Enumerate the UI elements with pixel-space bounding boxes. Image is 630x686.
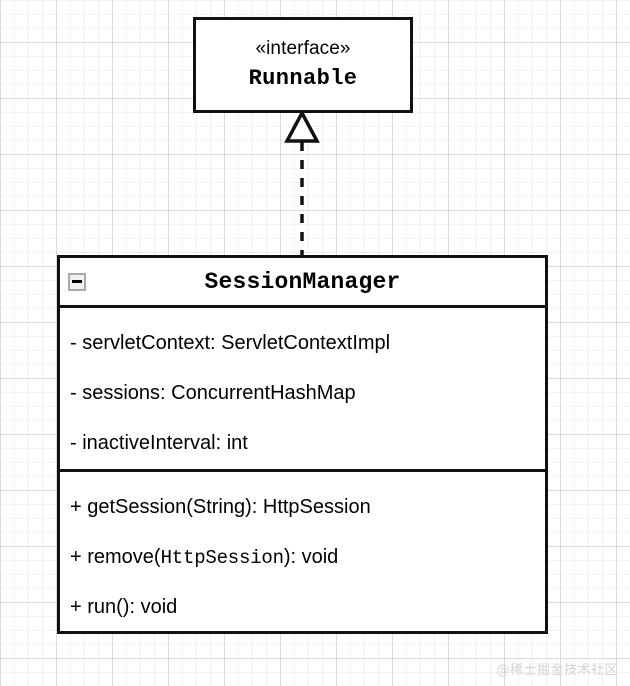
attribute-row: - inactiveInterval: int — [70, 432, 248, 454]
collapse-button[interactable] — [68, 272, 86, 291]
attribute-row: - sessions: ConcurrentHashMap — [70, 382, 356, 404]
realization-connector — [284, 110, 320, 257]
interface-box-runnable[interactable]: «interface» Runnable — [193, 17, 413, 113]
minus-icon — [72, 280, 82, 283]
hollow-triangle-arrowhead — [284, 110, 320, 143]
method-text: + run(): void — [70, 596, 178, 618]
class-box-sessionmanager[interactable]: SessionManager - servletContext: Servlet… — [57, 255, 548, 634]
attributes-compartment: - servletContext: ServletContextImpl - s… — [60, 308, 545, 472]
method-row: + getSession(String): HttpSession — [60, 482, 545, 532]
methods-compartment: + getSession(String): HttpSession + remo… — [60, 472, 545, 632]
method-text-suffix: ): void — [283, 546, 339, 568]
class-header: SessionManager — [60, 258, 545, 308]
interface-name-label: Runnable — [248, 65, 358, 91]
method-text-prefix: + remove( — [70, 546, 161, 568]
class-name-label: SessionManager — [204, 268, 401, 295]
method-row: + run(): void — [60, 582, 545, 632]
interface-stereotype-label: «interface» — [255, 37, 351, 59]
method-row: + remove(HttpSession): void — [60, 532, 545, 582]
watermark-label: @稀土掘金技术社区 — [496, 663, 618, 678]
method-text: + getSession(String): HttpSession — [70, 496, 371, 518]
method-param-type: HttpSession — [160, 547, 284, 569]
attribute-row: - servletContext: ServletContextImpl — [70, 332, 391, 354]
